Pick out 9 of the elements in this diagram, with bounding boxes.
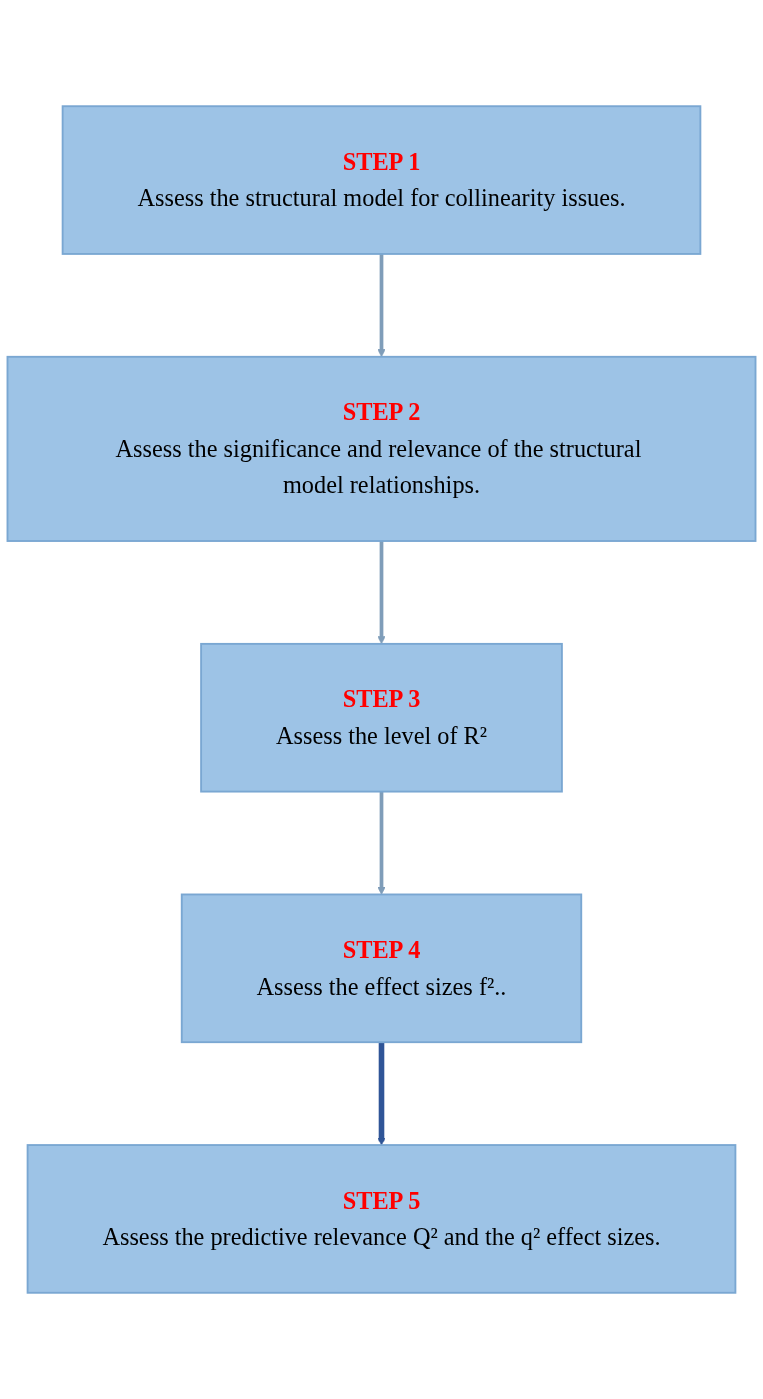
- arrow: [377, 541, 386, 645]
- arrow: [377, 791, 386, 895]
- arrow: [377, 1042, 386, 1146]
- node-box: STEP 3 Assess the level of R²: [200, 642, 563, 793]
- node-box: STEP 1 Assess the structural model for collinearity issues.: [61, 105, 702, 255]
- node-box: STEP 5 Assess the predictive relevance Q² and the q² effect sizes.: [26, 1144, 737, 1294]
- node-box: STEP 4 Assess the effect sizes f²..: [180, 893, 583, 1044]
- node-box: STEP 2 Assess the significance and relevance of the structural model relationships.: [6, 355, 757, 542]
- arrow: [377, 253, 386, 358]
